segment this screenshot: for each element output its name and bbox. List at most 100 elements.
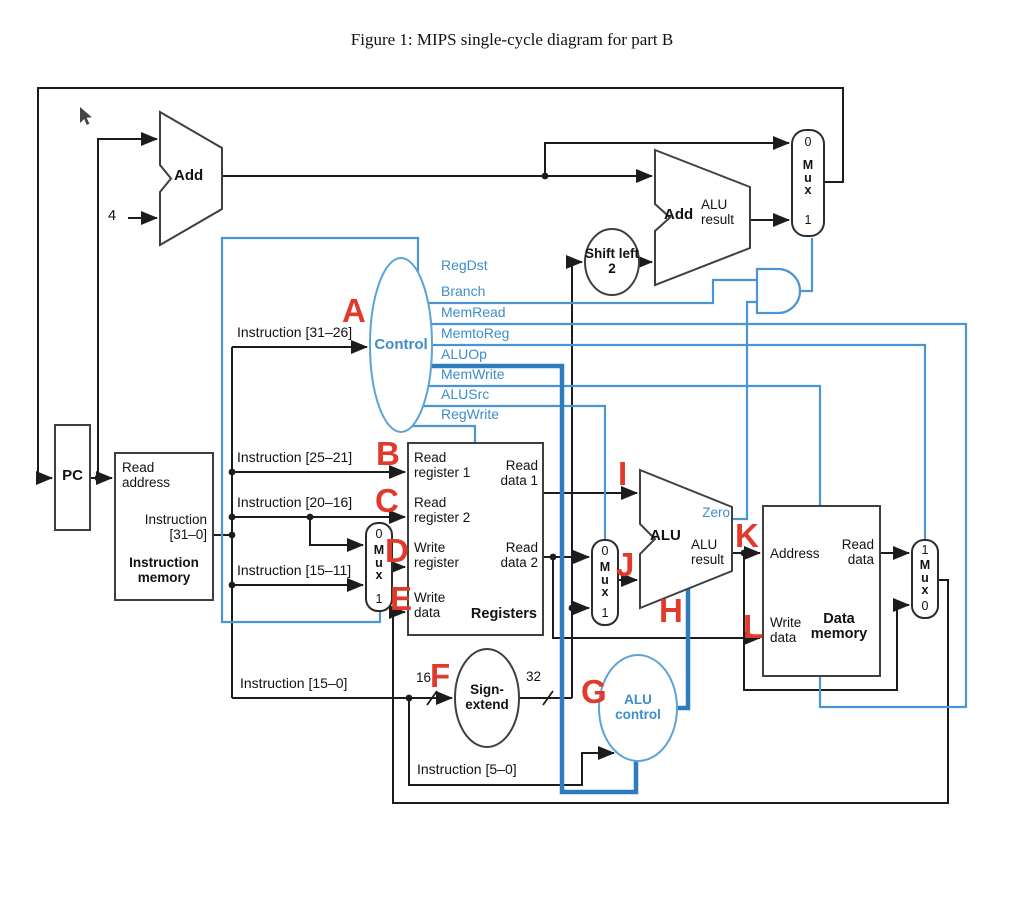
zero-wire <box>732 300 757 521</box>
imem-title: Instruction memory <box>129 555 199 585</box>
control-wires <box>220 236 968 709</box>
signal-aluop: ALUOp <box>441 346 487 362</box>
marker-B: B <box>376 435 400 472</box>
marker-F: F <box>430 657 451 694</box>
marker-D: D <box>385 532 409 569</box>
thick-control-wires <box>431 363 691 795</box>
signal-memtoreg: MemtoReg <box>441 325 510 341</box>
memwrite-signal-wire <box>428 384 822 507</box>
regdst-mux-1: 1 <box>375 592 383 606</box>
marker-K: K <box>735 517 759 554</box>
shift-left2-oval <box>584 228 640 296</box>
junction-dots <box>94 172 748 702</box>
sign-extend-oval <box>454 648 520 748</box>
sign-extend-out-width: 32 <box>526 669 542 684</box>
pcsrc-mux-1: 1 <box>804 213 812 227</box>
alusrc-mux <box>591 539 619 626</box>
marker-C: C <box>375 482 399 519</box>
figure-caption: Figure 1: MIPS single-cycle diagram for … <box>350 30 674 49</box>
read-data2-to-dmem-wire <box>552 557 761 645</box>
alu-control-oval <box>598 654 678 762</box>
and-gate <box>755 267 802 315</box>
pc-feedback-wire <box>36 87 844 485</box>
reg-read-data2-label: Read data 2 <box>500 540 538 570</box>
pc-adder-label: Add <box>174 167 204 184</box>
instr-20-16-label: Instruction [20–16] <box>237 494 353 510</box>
regdst-signal-wire <box>220 236 420 624</box>
reg-read-register2-label: Read register 2 <box>414 495 471 525</box>
marker-J: J <box>616 546 635 583</box>
pc-adder-shape <box>159 110 223 247</box>
instr-5-0-label: Instruction [5–0] <box>417 761 517 777</box>
pc-to-add-wire <box>97 132 158 478</box>
alu-result-label: ALU result <box>691 537 725 567</box>
alu-result-to-mux-wire <box>743 553 910 691</box>
shift-left2-label: Shift left 2 <box>585 246 639 276</box>
alu-shape <box>639 468 733 610</box>
regdst-mux <box>365 522 393 612</box>
registers-title: Registers <box>470 606 537 622</box>
reg-write-data-label: Write data <box>414 590 446 620</box>
reg-read-register1-label: Read register 1 <box>414 450 471 480</box>
signal-regwrite: RegWrite <box>441 406 500 422</box>
aluop-signal-wire <box>431 363 639 795</box>
imem-instruction-out-label: Instruction [31–0] <box>144 512 207 542</box>
memtoreg-mux-1: 1 <box>921 543 929 557</box>
control-oval <box>369 257 433 433</box>
marker-G: G <box>581 673 607 710</box>
sign-extend-in-width: 16 <box>416 670 432 685</box>
memtoreg-signal-wire <box>432 343 927 541</box>
sign-extend-label: Sign-extend <box>465 682 509 712</box>
branch-signal-wire <box>428 278 757 305</box>
mouse-cursor <box>80 107 92 125</box>
marker-H: H <box>659 592 683 629</box>
dmem-address-label: Address <box>770 546 820 561</box>
alu-control-out-wire <box>676 588 691 711</box>
signal-memread: MemRead <box>441 304 506 320</box>
marker-E: E <box>390 580 413 617</box>
memtoreg-mux-0: 0 <box>921 599 929 613</box>
marker-A: A <box>342 292 366 329</box>
branch-adder-label: Add <box>664 206 694 223</box>
and-to-pcmux-wire <box>800 238 814 293</box>
instruction-memory-box <box>114 452 214 601</box>
alusrc-mux-0: 0 <box>601 544 609 558</box>
instr-5-0-wire <box>408 698 615 786</box>
branch-adder-shape <box>654 148 751 287</box>
pcsrc-mux-0: 0 <box>804 135 812 149</box>
alusrc-signal-wire <box>423 404 607 539</box>
components <box>54 110 939 762</box>
marker-L: L <box>743 608 764 645</box>
bus-width-slashes <box>426 690 554 706</box>
dmem-read-data-label: Read data <box>841 537 874 567</box>
const4-label: 4 <box>108 208 117 224</box>
pc-box <box>54 424 91 531</box>
reg-read-data1-label: Read data 1 <box>500 458 538 488</box>
writeback-wire <box>389 579 949 804</box>
alu-zero-label: Zero <box>702 505 730 520</box>
pc-plus4-to-mux-wire <box>544 136 790 176</box>
regwrite-signal-wire <box>412 424 477 444</box>
registers-box <box>407 442 544 636</box>
alu-label: ALU <box>650 527 681 544</box>
pcsrc-mux-label: Mux <box>802 158 814 197</box>
marker-I: I <box>618 455 628 492</box>
memtoreg-mux-label: Mux <box>919 558 931 597</box>
signal-memwrite: MemWrite <box>441 366 505 382</box>
instr-15-0-label: Instruction [15–0] <box>240 675 348 691</box>
instr-20-16-to-mux-wire <box>309 517 364 552</box>
pc-label: PC <box>62 467 83 484</box>
control-label: Control <box>374 336 428 353</box>
signal-regdst: RegDst <box>441 257 488 273</box>
memtoreg-mux <box>911 539 939 619</box>
pcsrc-mux <box>791 129 825 237</box>
data-memory-title: Data memory <box>810 611 868 642</box>
instr-15-11-label: Instruction [15–11] <box>237 562 352 578</box>
alu-control-label: ALU control <box>615 692 661 722</box>
instr-31-26-label: Instruction [31–26] <box>237 324 353 340</box>
dmem-write-data-label: Write data <box>770 615 802 645</box>
alusrc-mux-label: Mux <box>599 560 611 599</box>
regdst-mux-label: Mux <box>373 543 385 582</box>
